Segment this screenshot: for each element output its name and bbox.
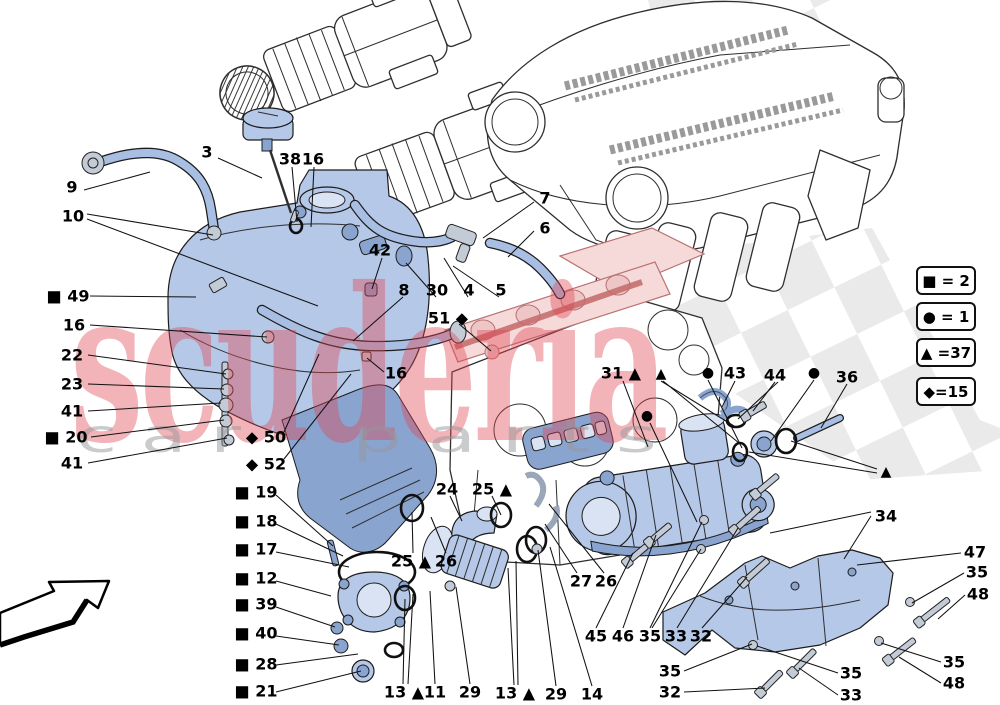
oil-tank-drawing — [167, 107, 437, 683]
small-parts-drawing — [288, 209, 951, 699]
pump-gasket-drawing — [522, 411, 614, 470]
heat-shield-drawing — [662, 549, 894, 656]
engine-block-drawing — [444, 227, 723, 566]
watermark-parts: p a r t s — [352, 409, 657, 463]
oil-pump-drawing — [565, 413, 775, 557]
leader-lines — [83, 157, 966, 696]
watermark-car: c a r — [76, 409, 241, 463]
oil-filler-cap-drawing — [242, 107, 294, 214]
watermark: scuderia c a r p a r t s — [70, 241, 672, 490]
hoses-drawing — [81, 147, 566, 362]
direction-arrow — [0, 579, 111, 648]
